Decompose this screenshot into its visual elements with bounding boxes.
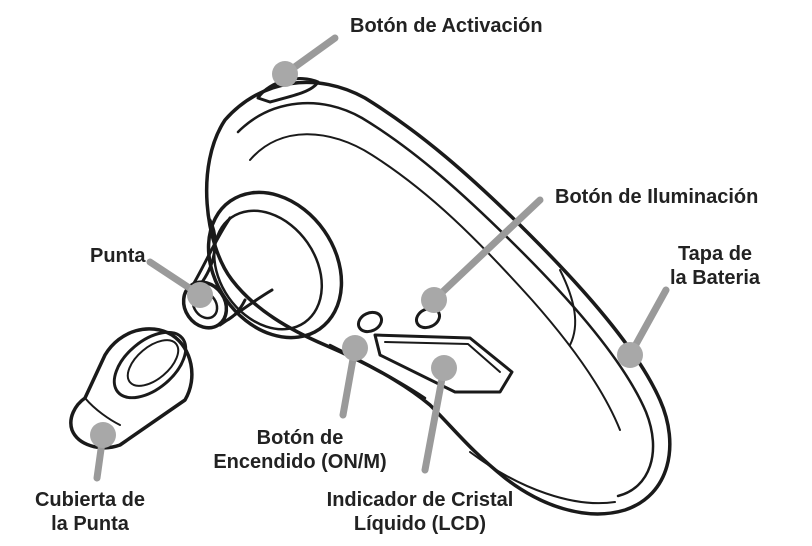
leader-lines xyxy=(93,34,670,482)
marker-activation xyxy=(272,61,298,87)
label-battery-cover-line2: la Bateria xyxy=(669,267,761,289)
label-tip-cover: Cubierta de la Punta xyxy=(5,488,175,536)
label-lcd: Indicador de Cristal Líquido (LCD) xyxy=(290,488,550,536)
label-battery-cover-line1: Tapa de xyxy=(677,243,753,265)
marker-tipcover xyxy=(90,422,116,448)
label-tip-cover-line2: la Punta xyxy=(51,513,129,535)
marker-dots xyxy=(90,61,643,448)
label-lcd-line1: Indicador de Cristal xyxy=(326,489,514,511)
leader-illumination xyxy=(430,196,544,304)
marker-power xyxy=(342,335,368,361)
label-power-button-line1: Botón de xyxy=(256,427,344,449)
label-power-button-line2: Encendido (ON/M) xyxy=(213,451,387,473)
tip-cover-drawing xyxy=(69,327,194,450)
label-illumination-button: Botón de Iluminación xyxy=(555,186,759,208)
label-tip-cover-line1: Cubierta de xyxy=(34,489,146,511)
label-lcd-line2: Líquido (LCD) xyxy=(353,513,487,535)
label-power-button: Botón de Encendido (ON/M) xyxy=(200,426,400,474)
label-activation-button: Botón de Activación xyxy=(350,15,543,37)
label-tip: Punta xyxy=(90,245,146,267)
marker-battery xyxy=(617,342,643,368)
leader-lcd xyxy=(421,364,448,474)
marker-lcd xyxy=(431,355,457,381)
marker-tip xyxy=(187,282,213,308)
label-battery-cover: Tapa de la Bateria xyxy=(640,242,790,290)
marker-illumination xyxy=(421,287,447,313)
